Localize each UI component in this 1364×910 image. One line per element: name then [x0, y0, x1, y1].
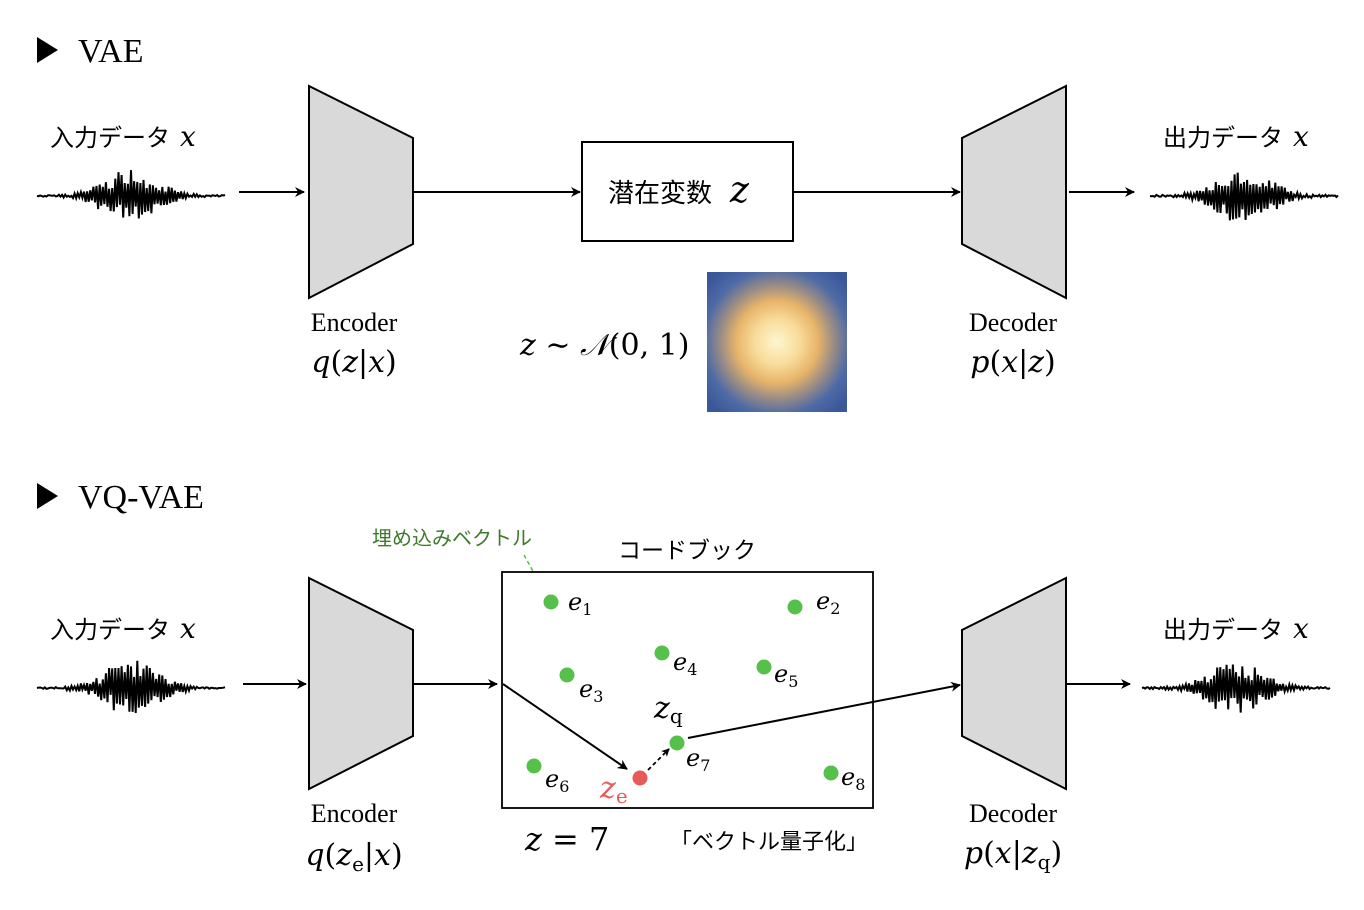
codebook-vector-point	[559, 667, 575, 683]
encoder-formula: q(ze|x)	[305, 838, 402, 876]
codebook-vector-label: e2	[816, 587, 840, 618]
section-title-vae: VAE	[78, 33, 144, 70]
triangle-bullet-icon	[37, 483, 58, 509]
encoder-block	[308, 576, 414, 791]
input-waveform	[36, 170, 226, 219]
encoder-block	[308, 84, 414, 300]
codebook-vector-label: e5	[774, 660, 798, 691]
codebook-box	[501, 571, 874, 809]
codebook-vector-point	[526, 758, 542, 774]
quantized-index: z = 7	[524, 820, 609, 858]
codebook-vector-point	[654, 645, 670, 661]
codebook-vector-label: e8	[841, 763, 865, 794]
decoder-formula: p(x|zq)	[964, 836, 1062, 874]
codebook-vector-point	[756, 659, 772, 675]
arrow-zq-to-decoder	[687, 681, 961, 739]
ze-point	[632, 770, 648, 786]
codebook-vector-label: e6	[545, 765, 569, 796]
encoder-label: Encoder	[311, 308, 398, 337]
encoder-label: Encoder	[311, 799, 398, 828]
codebook-label: コードブック	[618, 538, 756, 564]
arrow-to-ze	[502, 683, 628, 770]
codebook-points: e1 e2 e3 e4 e5 e6 e7 e8	[526, 587, 865, 796]
section-title-vqvae: VQ-VAE	[78, 479, 204, 516]
decoder-label: Decoder	[969, 308, 1057, 337]
decoder-formula: p(x|z)	[970, 345, 1056, 380]
nearest-neighbor-arrow	[647, 748, 670, 771]
triangle-bullet-icon	[37, 37, 58, 63]
zq-label: zq	[653, 691, 683, 728]
latent-variable-box	[581, 141, 794, 242]
ze-label: ze	[599, 771, 628, 808]
decoder-label: Decoder	[969, 799, 1057, 828]
vector-quantization-label: 「ベクトル量子化」	[670, 830, 868, 855]
codebook-vector-point	[823, 765, 839, 781]
codebook-vector-label: e1	[568, 588, 592, 619]
codebook-vector-label: e4	[673, 648, 697, 679]
decoder-block	[961, 84, 1067, 300]
codebook-vector-point	[669, 735, 685, 751]
codebook-vector-point	[543, 594, 559, 610]
input-waveform	[36, 660, 226, 714]
embedding-vector-annotation: 埋め込みベクトル	[372, 526, 532, 550]
output-waveform	[1149, 172, 1339, 221]
decoder-block	[961, 576, 1067, 791]
encoder-formula: q(z|x)	[311, 345, 397, 380]
prior-distribution-formula: z ∼ 𝒩(0, 1)	[519, 328, 689, 363]
output-waveform	[1141, 664, 1331, 713]
codebook-vector-label: e3	[579, 675, 603, 706]
gaussian-distribution-image	[707, 272, 847, 412]
codebook-vector-point	[787, 599, 803, 615]
codebook-vector-label: e7	[686, 744, 710, 775]
